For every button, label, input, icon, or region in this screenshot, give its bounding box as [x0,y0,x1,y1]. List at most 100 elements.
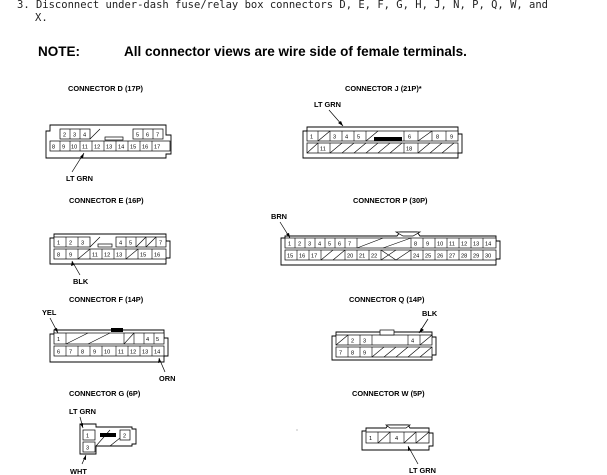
connector-d-pin: 6 [146,133,149,139]
connector-d-pin: 10 [71,145,77,151]
connector-j-blank-cavity [353,142,367,154]
connector-f-wire-label-top: YEL [42,308,57,317]
connector-g-wire-label-bottom: WHT [70,467,87,475]
connector-f-arrowhead-top [54,328,58,333]
connector-j-blank-cavity [441,142,455,154]
connector-p-blank-cavity [320,249,334,261]
connector-f-pin: 14 [154,350,160,356]
connector-j-pin: 4 [345,135,348,141]
connector-q-housing [331,331,437,361]
connector-p-pin: 2 [298,242,301,248]
connector-q-blank-cavity [371,346,385,358]
connector-w-blank-cavity [377,431,391,444]
connector-p-pin: 8 [414,242,417,248]
connector-p-pin: 21 [359,254,365,260]
connector-w-pin: 4 [395,436,398,442]
connector-g-pin-cell [82,441,96,453]
connector-j-blank-cavity [417,130,433,142]
connector-j-housing [302,126,463,159]
connector-g-pin-cell [82,429,96,441]
connector-d-pin-block [132,128,164,140]
connector-d-title: CONNECTOR D (17P) [68,84,144,93]
connector-d-pin: 5 [136,133,139,139]
connector-j-wire-label: LT GRN [314,100,341,109]
connector-d-pin: 3 [73,133,76,139]
connector-p-pin: 4 [318,242,321,248]
connector-p-blank-cavity [380,249,397,261]
connector-j-pin-row [306,142,459,154]
connector-d-pin: 2 [63,133,66,139]
connector-f-wire-label-bottom: ORN [159,374,175,383]
connector-e-pin: 2 [69,241,72,247]
connector-d-pin: 11 [82,145,88,151]
connector-d-pin: 7 [156,133,159,139]
connector-f-pin: 7 [69,350,72,356]
connector-j-lock-tab [374,137,402,141]
connector-e-pin: 5 [129,241,132,247]
connector-w-arrowhead [408,446,411,451]
connector-e-pin: 13 [116,253,122,259]
connector-d-pins: 2 3 4 5 6 7 8 9 10 11 12 13 [49,128,171,152]
connector-f-arrowhead-bottom [158,358,161,363]
connector-f-pin: 11 [118,350,124,356]
step-text-line-2: X. [35,12,48,24]
note-text: All connector views are wire side of fem… [124,44,467,59]
connector-p-pin: 7 [348,242,351,248]
connector-g-wire-label-top: LT GRN [69,407,96,416]
connector-e-pin: 16 [154,253,160,259]
connector-p-pin: 22 [371,254,377,260]
connector-f-blank-cavity [87,332,111,345]
connector-p-blank-cavity [382,237,412,249]
connector-p-pin: 29 [473,254,479,260]
connector-f-pin: 13 [142,350,148,356]
connector-e: CONNECTOR E (16P) 1 2 3 4 5 7 8 9 11 12 … [49,196,171,286]
connector-e-pin: 8 [57,253,60,259]
connector-q-pin: 2 [351,339,354,345]
connector-d-pin-block [59,128,91,140]
connector-d: CONNECTOR D (17P) 2 3 4 5 6 7 [45,84,172,183]
connector-p-pin: 10 [437,242,443,248]
connector-p-pin: 17 [311,254,317,260]
connector-j-blank-cavity [341,142,355,154]
connector-e-pin: 7 [159,241,162,247]
connector-w-pin: 1 [369,436,372,442]
connector-j-blank-cavity [317,130,331,142]
connector-j-pin: 6 [408,135,411,141]
connector-j-blank-cavity [417,142,431,154]
connector-f-pin-row [53,332,165,345]
connector-f-blank-cavity [65,332,89,345]
connector-q-title: CONNECTOR Q (14P) [349,295,425,304]
connector-p-pin: 5 [328,242,331,248]
connector-d-pin: 14 [118,145,124,151]
connector-d-lock-tab [104,136,124,141]
connector-f-pin: 10 [104,350,110,356]
connector-f-pin: 9 [93,350,96,356]
connector-e-blank-cavity [77,248,91,260]
connector-e-pin: 4 [119,241,122,247]
connector-g-pin-cell [119,429,131,441]
connector-q-pin: 8 [351,351,354,357]
connector-j-pin: 3 [333,135,336,141]
connector-q: CONNECTOR Q (14P) BLK 2 3 4 7 8 9 [331,295,438,361]
connector-q-pin: 4 [411,339,414,345]
connector-q-blank-cavity [335,334,349,346]
connector-j-arrowhead [338,121,343,126]
connector-p-pin: 24 [413,254,419,260]
connector-g-pin: 2 [123,434,126,440]
connector-d-blank-cavity [89,128,101,140]
connector-d-pin-row [49,140,171,152]
connector-w-blank-cavity [403,431,417,444]
connector-e-pin: 12 [104,253,110,259]
connector-p-pin-row [284,237,497,249]
connector-w-wire-label: LT GRN [409,466,436,475]
connector-j-pin: 8 [436,135,439,141]
connector-p-pin: 3 [308,242,311,248]
connector-w-lock-tab [384,424,412,429]
connector-e-blank-cavity [135,236,147,248]
connector-p-title: CONNECTOR P (30P) [353,196,428,205]
connector-d-pin: 8 [52,145,55,151]
connector-d-pin: 12 [94,145,100,151]
connector-j-blank-cavity [365,130,379,142]
connector-p-blank-cavity [395,249,412,261]
connector-e-lock-tab [97,243,113,248]
